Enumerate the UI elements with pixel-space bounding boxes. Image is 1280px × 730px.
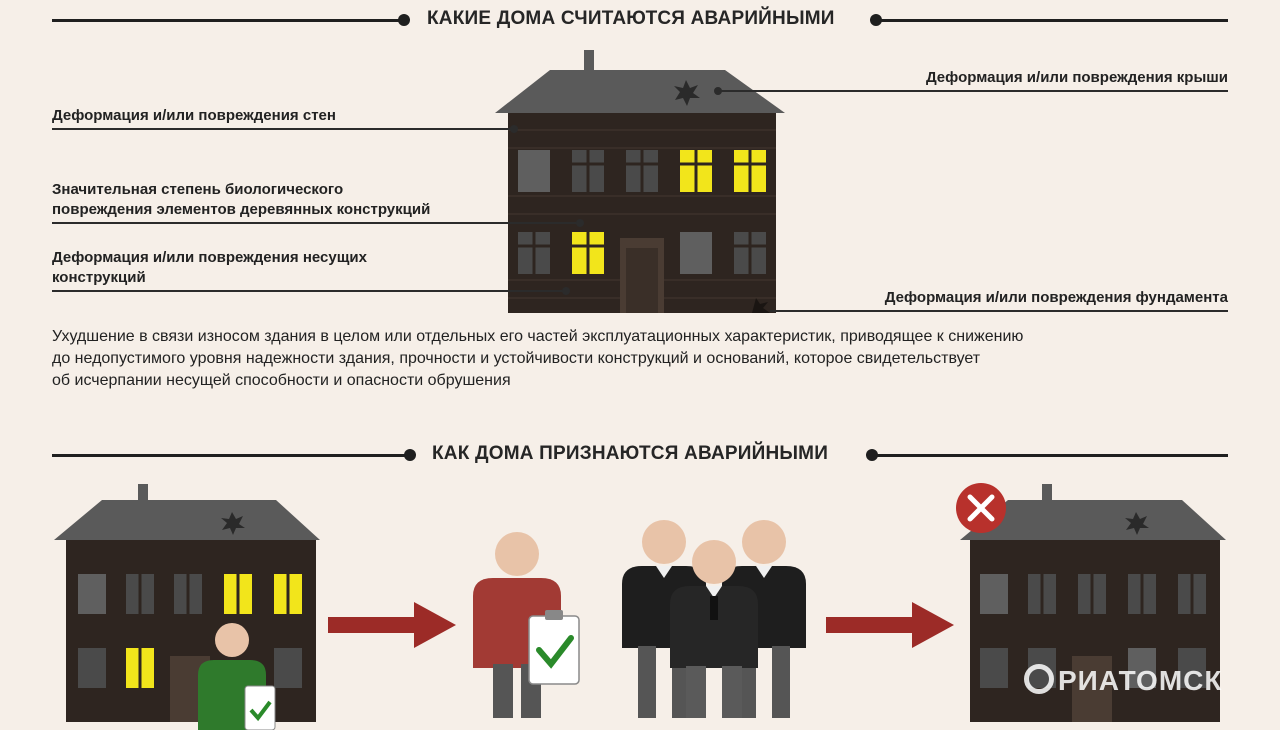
leader-walls xyxy=(52,128,514,130)
definition-line-1: Ухудшение в связи износом здания в целом… xyxy=(52,328,1024,345)
leader-bearing xyxy=(52,290,566,292)
resident-person-icon xyxy=(198,623,276,730)
header2-dot-left xyxy=(404,449,416,461)
leader-dot-bio xyxy=(576,219,584,227)
label-bearing-damage-line1: Деформация и/или повреждения несущих xyxy=(52,249,367,266)
leader-foundation xyxy=(770,310,1228,312)
watermark-logo: РИАТОМСК xyxy=(1024,664,1222,697)
label-bio-damage-line2: повреждения элементов деревянных констру… xyxy=(52,201,431,218)
logo-icon xyxy=(1024,664,1054,694)
header-line-left xyxy=(52,19,400,22)
house-main-icon xyxy=(495,50,785,313)
definition-line-2: до недопустимого уровня надежности здани… xyxy=(52,350,981,367)
inspector-person-icon xyxy=(473,532,580,718)
label-walls-damage: Деформация и/или повреждения стен xyxy=(52,107,336,124)
leader-bio xyxy=(52,222,580,224)
header-line-right xyxy=(872,19,1228,22)
leader-dot-walls xyxy=(510,125,518,133)
label-bio-damage-line1: Значительная степень биологического xyxy=(52,181,344,198)
arrow-right-icon xyxy=(328,602,456,648)
label-foundation-damage: Деформация и/или повреждения фундамента xyxy=(884,289,1228,306)
header-dot-left xyxy=(398,14,410,26)
section-title-how-recognized: КАК ДОМА ПРИЗНАЮТСЯ АВАРИЙНЫМИ xyxy=(432,443,829,464)
close-circle-icon xyxy=(956,483,1006,533)
leader-dot-bearing xyxy=(562,287,570,295)
label-bearing-damage-line2: конструкций xyxy=(52,269,146,286)
section-title-which-houses: КАКИЕ ДОМА СЧИТАЮТСЯ АВАРИЙНЫМИ xyxy=(427,8,835,29)
leader-dot-roof xyxy=(714,87,722,95)
header2-line-left xyxy=(52,454,408,457)
commission-people-group-icon xyxy=(622,520,806,718)
arrow-right-icon-2 xyxy=(826,602,954,648)
header2-line-right xyxy=(868,454,1228,457)
definition-text: Ухудшение в связи износом здания в целом… xyxy=(52,326,1202,392)
definition-line-3: об исчерпании несущей способности и опас… xyxy=(52,372,511,389)
label-roof-damage: Деформация и/или повреждения крыши xyxy=(925,69,1228,86)
leader-roof xyxy=(720,90,1228,92)
house-start-icon xyxy=(54,484,320,722)
watermark-text: РИАТОМСК xyxy=(1058,665,1223,696)
